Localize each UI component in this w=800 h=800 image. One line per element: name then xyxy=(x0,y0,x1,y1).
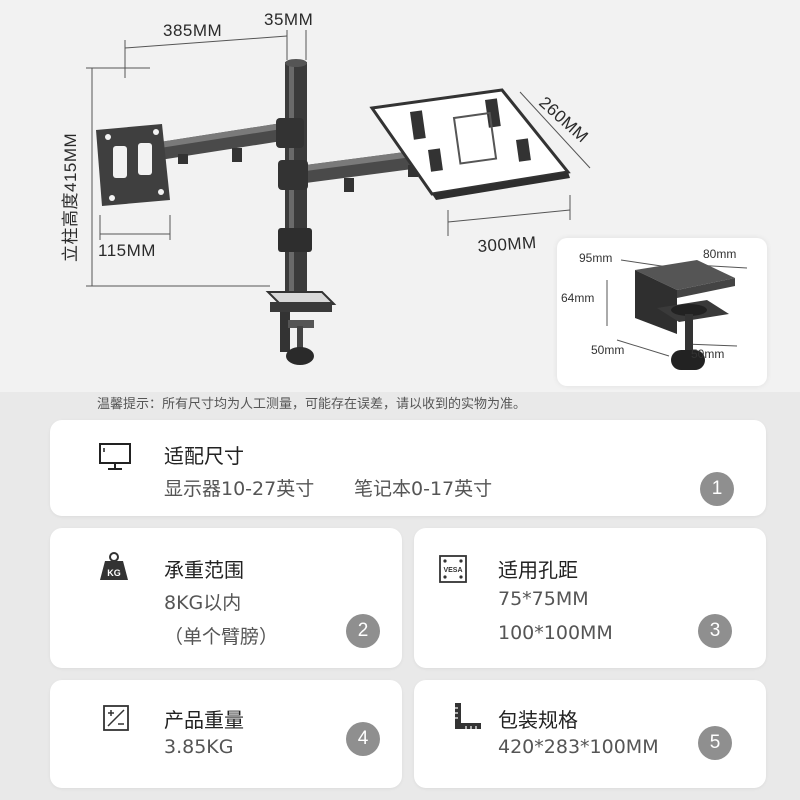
spec-title-fit-size: 适配尺寸 xyxy=(164,444,244,468)
vesa-icon: VESA xyxy=(438,554,468,588)
dimension-lines xyxy=(86,30,591,287)
clamp-dim-height: 64mm xyxy=(561,291,594,305)
spec-value-package: 420*283*100MM xyxy=(498,736,659,758)
dim-tray-width: 300MM xyxy=(477,233,537,256)
dim-pole-height: 立柱高度415MM xyxy=(61,133,80,262)
vesa-icon-label: VESA xyxy=(443,567,462,574)
spec-card-fit-size: 适配尺寸 显示器10-27英寸 笔记本0-17英寸 1 xyxy=(50,420,766,516)
weight-icon-label: KG xyxy=(107,568,121,578)
upper-arm xyxy=(160,118,304,164)
spec-value-vesa-small: 75*75MM xyxy=(498,588,589,610)
mount-illustration: 385MM 35MM 立柱高度415MM 115MM 260MM 300MM xyxy=(61,10,592,365)
spec-card-vesa: VESA 适用孔距 75*75MM 100*100MM 3 xyxy=(414,528,766,668)
measurement-note: 温馨提示：所有尺寸均为人工测量，可能存在误差，请以收到的实物为准。 xyxy=(97,397,527,412)
laptop-tray xyxy=(369,88,571,200)
spec-badge-2: 2 xyxy=(346,614,380,648)
spec-value-weight: 3.85KG xyxy=(164,736,234,758)
clamp-dim-bottom-left: 50mm xyxy=(591,343,624,357)
spec-value-laptop-size: 笔记本0-17英寸 xyxy=(354,478,493,500)
clamp-dim-bottom-right: 50mm xyxy=(691,347,724,361)
monitor-icon xyxy=(98,442,132,476)
dim-tray-depth: 260MM xyxy=(535,93,592,147)
spec-value-load-note: （单个臂膀） xyxy=(164,626,279,648)
spec-badge-3: 3 xyxy=(698,614,732,648)
spec-badge-5: 5 xyxy=(698,726,732,760)
scale-icon xyxy=(102,704,130,736)
spec-title-vesa: 适用孔距 xyxy=(498,558,578,582)
clamp-dim-top-left: 95mm xyxy=(579,251,612,265)
ruler-icon xyxy=(452,700,484,736)
vesa-plate xyxy=(96,124,170,206)
spec-value-load: 8KG以内 xyxy=(164,592,242,614)
spec-card-load: KG 承重范围 8KG以内 （单个臂膀） 2 xyxy=(50,528,402,668)
spec-badge-1: 1 xyxy=(700,472,734,506)
spec-card-weight: 产品重量 3.85KG 4 xyxy=(50,680,402,788)
clamp-illustration: 95mm 80mm 64mm 50mm 50mm xyxy=(561,247,748,370)
spec-title-load: 承重范围 xyxy=(164,558,244,582)
product-diagram: 385MM 35MM 立柱高度415MM 115MM 260MM 300MM xyxy=(0,0,800,392)
dim-arm-length: 385MM xyxy=(163,21,222,40)
dim-pole-diameter: 35MM xyxy=(264,10,313,29)
spec-badge-4: 4 xyxy=(346,722,380,756)
desk-clamp-main xyxy=(265,291,337,365)
clamp-detail-inset: 95mm 80mm 64mm 50mm 50mm xyxy=(557,238,767,386)
clamp-dim-top-right: 80mm xyxy=(703,247,736,261)
spec-title-package: 包装规格 xyxy=(498,708,578,732)
dim-vesa-plate: 115MM xyxy=(98,241,156,260)
spec-value-vesa-large: 100*100MM xyxy=(498,622,613,644)
spec-value-monitor-size: 显示器10-27英寸 xyxy=(164,478,315,500)
spec-card-package: 包装规格 420*283*100MM 5 xyxy=(414,680,766,788)
weight-icon: KG xyxy=(98,552,130,586)
spec-title-weight: 产品重量 xyxy=(164,708,244,732)
lower-arm xyxy=(278,150,420,192)
